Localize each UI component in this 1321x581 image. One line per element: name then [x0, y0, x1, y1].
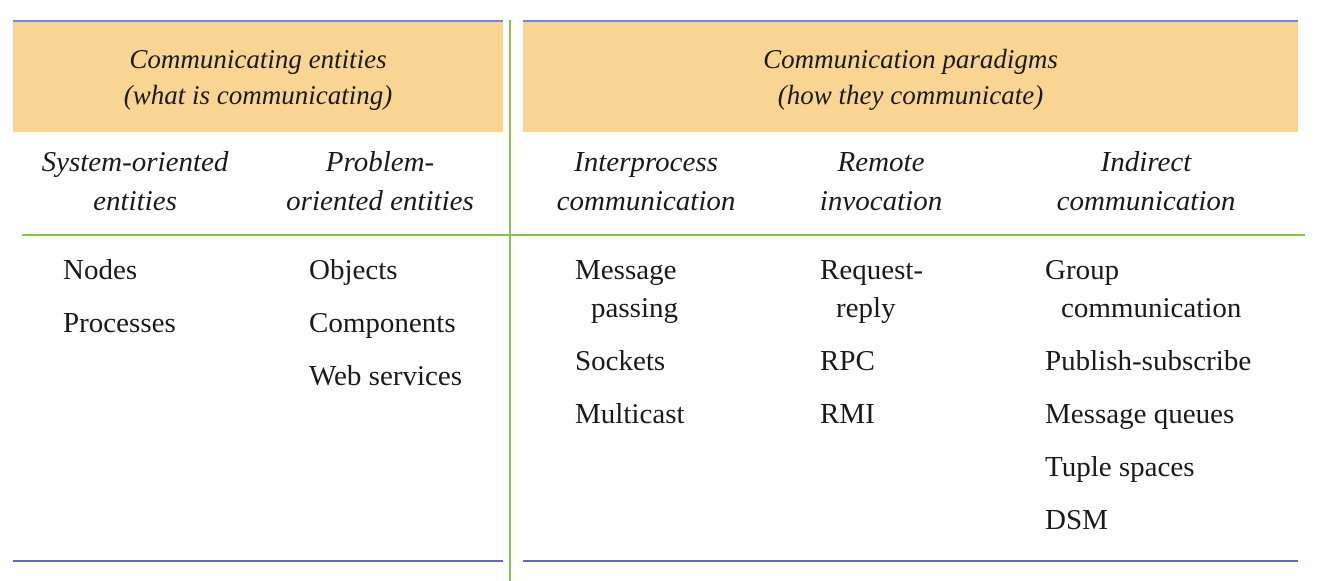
vertical-divider	[509, 20, 511, 581]
problem-oriented-heading: Problem- oriented entities	[270, 143, 490, 221]
list-item-text: Publish-subscribe	[1045, 345, 1252, 377]
heading-line: Interprocess	[574, 146, 718, 178]
system-oriented-heading: System-oriented entities	[22, 143, 248, 221]
list-item-text: Components	[309, 307, 456, 339]
horizontal-divider	[22, 234, 1305, 236]
list-item: RMI	[820, 395, 923, 433]
list-item: DSM	[1045, 501, 1251, 539]
list-item-text: Web services	[309, 360, 463, 392]
list-item-text: communication	[1061, 292, 1242, 324]
indirect-heading: Indirect communication	[1040, 143, 1252, 221]
list-item: Components	[309, 304, 462, 342]
paradigms-header-line-2: (how they communicate)	[777, 80, 1044, 110]
list-item-text: reply	[836, 292, 896, 324]
list-item: Message queues	[1045, 395, 1251, 433]
list-item: Publish-subscribe	[1045, 342, 1251, 380]
list-item: Group communication	[1045, 251, 1251, 327]
heading-line: entities	[93, 185, 177, 217]
list-item: Nodes	[63, 251, 176, 289]
list-item: Message passing	[575, 251, 685, 327]
heading-line: Indirect	[1100, 146, 1192, 178]
paradigms-header: Communication paradigms (how they commun…	[523, 22, 1298, 132]
list-item-text: RMI	[820, 398, 875, 430]
list-item: Request- reply	[820, 251, 923, 327]
list-item-text: Multicast	[575, 398, 685, 430]
list-item-text: Sockets	[575, 345, 666, 377]
heading-line: invocation	[819, 185, 943, 217]
list-item-text: RPC	[820, 345, 875, 377]
top-rule-left	[13, 20, 503, 22]
list-item-text: Message queues	[1045, 398, 1235, 430]
entities-header: Communicating entities (what is communic…	[13, 22, 503, 132]
list-item: Web services	[309, 357, 462, 395]
list-item-text: Objects	[309, 254, 398, 286]
bottom-rule-left	[13, 560, 503, 562]
list-item-text: Nodes	[63, 254, 138, 286]
list-item: Sockets	[575, 342, 685, 380]
heading-line: oriented entities	[286, 185, 474, 217]
top-rule-right	[523, 20, 1298, 22]
list-item-text: passing	[591, 292, 678, 324]
remote-invocation-heading: Remote invocation	[800, 143, 962, 221]
heading-line: Remote	[837, 146, 925, 178]
system-oriented-list: Nodes Processes	[63, 251, 176, 357]
list-item-text: Group	[1045, 254, 1120, 286]
remote-invocation-list: Request- reply RPC RMI	[820, 251, 923, 448]
list-item-text: DSM	[1045, 504, 1108, 536]
list-item: Multicast	[575, 395, 685, 433]
list-item-text: Message	[575, 254, 677, 286]
list-item: Tuple spaces	[1045, 448, 1251, 486]
list-item-text: Tuple spaces	[1045, 451, 1195, 483]
heading-line: System-oriented	[41, 146, 229, 178]
list-item-text: Request-	[820, 254, 924, 286]
list-item: Objects	[309, 251, 462, 289]
bottom-rule-right	[523, 560, 1298, 562]
interprocess-list: Message passing Sockets Multicast	[575, 251, 685, 448]
paradigms-header-line-1: Communication paradigms	[763, 44, 1058, 74]
problem-oriented-list: Objects Components Web services	[309, 251, 462, 410]
list-item: RPC	[820, 342, 923, 380]
interprocess-heading: Interprocess communication	[540, 143, 752, 221]
entities-header-line-1: Communicating entities	[129, 44, 387, 74]
heading-line: communication	[1056, 185, 1236, 217]
entities-header-line-2: (what is communicating)	[123, 80, 393, 110]
list-item-text: Processes	[63, 307, 176, 339]
list-item: Processes	[63, 304, 176, 342]
indirect-list: Group communication Publish-subscribe Me…	[1045, 251, 1251, 554]
heading-line: communication	[556, 185, 736, 217]
heading-line: Problem-	[325, 146, 435, 178]
